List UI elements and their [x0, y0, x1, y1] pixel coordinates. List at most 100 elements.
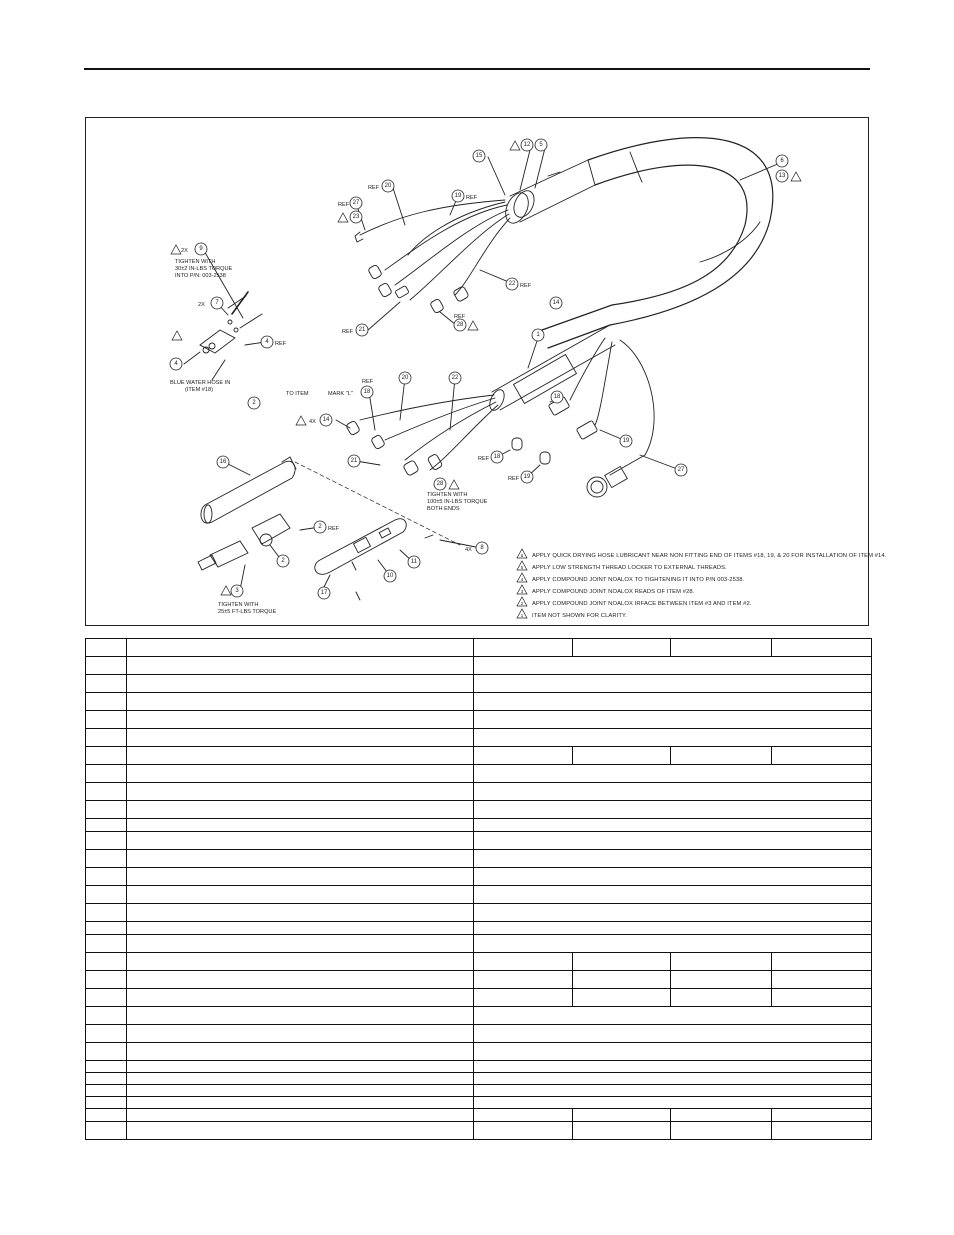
table-row	[85, 934, 872, 953]
torque-note-item-9: 30±2 IN-LBS TORQUE	[175, 266, 233, 272]
table-cell	[85, 831, 127, 850]
bubble-item-13: 13	[779, 173, 786, 179]
to-item-label: TO ITEM	[286, 391, 309, 397]
table-cell	[126, 764, 474, 783]
table-row	[85, 970, 872, 989]
bubble-item-20: 20	[385, 183, 392, 189]
table-cell	[126, 638, 474, 657]
table-cell	[85, 970, 127, 989]
table-cell	[85, 1006, 127, 1025]
table-cell	[85, 885, 127, 904]
table-cell	[126, 1060, 474, 1073]
table-cell	[126, 885, 474, 904]
bubble-item-27: 27	[678, 467, 685, 473]
bubble-item-14: 14	[323, 417, 330, 423]
table-cell	[85, 692, 127, 711]
table-cell	[473, 1108, 573, 1122]
table-cell	[771, 1108, 872, 1122]
table-cell	[771, 1121, 872, 1140]
bubble-item-19: 19	[524, 474, 531, 480]
table-cell	[126, 1096, 474, 1109]
table-cell	[473, 1024, 872, 1043]
table-cell	[670, 988, 772, 1007]
table-cell	[85, 710, 127, 729]
bubble-item-4: 4	[265, 339, 269, 345]
table-row	[85, 921, 872, 935]
table-cell	[85, 1072, 127, 1085]
table-row	[85, 1108, 872, 1122]
bubble-item-18: 18	[364, 389, 371, 395]
note-1: ITEM NOT SHOWN FOR CLARITY.	[532, 613, 627, 619]
qty-4x-label: 4X	[465, 547, 472, 553]
bubble-item-2: 2	[281, 558, 285, 564]
ref-label: REF	[368, 185, 380, 191]
table-cell	[126, 800, 474, 819]
note-flag-2: 2	[521, 601, 524, 606]
bubble-item-19: 19	[623, 438, 630, 444]
qty-2x-label: 2X	[181, 248, 188, 254]
table-cell	[473, 952, 573, 971]
table-cell	[126, 674, 474, 693]
bubble-item-28: 28	[437, 481, 444, 487]
bubble-item-17: 17	[321, 590, 328, 596]
torque-note-item-3: TIGHTEN WITH	[218, 602, 258, 608]
ref-label: REF	[454, 314, 466, 320]
table-cell	[85, 952, 127, 971]
table-cell	[473, 638, 573, 657]
bubble-item-11: 11	[411, 559, 418, 565]
table-cell	[126, 903, 474, 922]
bubble-item-4: 4	[174, 361, 178, 367]
table-row	[85, 1084, 872, 1097]
table-row	[85, 952, 872, 971]
table-cell	[572, 638, 671, 657]
table-cell	[771, 746, 872, 765]
bubble-item-23: 23	[353, 214, 360, 220]
table-cell	[473, 988, 573, 1007]
table-cell	[85, 764, 127, 783]
ref-label: REF	[328, 526, 340, 532]
table-row	[85, 818, 872, 832]
note-flag-3: 3	[521, 589, 524, 594]
table-row	[85, 1121, 872, 1140]
table-cell	[126, 849, 474, 868]
table-cell	[473, 656, 872, 675]
table-cell	[126, 782, 474, 801]
table-cell	[572, 970, 671, 989]
bubble-item-14: 14	[553, 300, 560, 306]
table-cell	[126, 1121, 474, 1140]
bubble-item-22: 22	[509, 281, 516, 287]
table-cell	[473, 800, 872, 819]
note-flag-4: 4	[521, 577, 524, 582]
table-row	[85, 764, 872, 783]
table-cell	[473, 831, 872, 850]
table-cell	[473, 746, 573, 765]
table-cell	[85, 746, 127, 765]
bubble-item-18: 18	[554, 394, 561, 400]
table-cell	[473, 728, 872, 747]
table-cell	[670, 638, 772, 657]
torque-note-item-3: 25±5 FT-LBS TORQUE	[218, 609, 276, 615]
bubble-item-1: 1	[536, 332, 540, 338]
table-cell	[771, 988, 872, 1007]
table-cell	[473, 934, 872, 953]
table-cell	[126, 988, 474, 1007]
table-cell	[85, 849, 127, 868]
table-cell	[473, 1084, 872, 1097]
torque-note-item-28: BOTH ENDS	[427, 506, 460, 512]
torque-note-item-9: INTO P/N: 003-2538	[175, 273, 226, 279]
table-row	[85, 692, 872, 711]
ref-label: REF	[342, 329, 354, 335]
bubble-item-19: 19	[455, 193, 462, 199]
ref-label: REF	[466, 195, 478, 201]
bubble-item-27: 27	[353, 200, 360, 206]
qty-2x-label: 2X	[198, 302, 205, 308]
torque-note-item-9: TIGHTEN WITH	[175, 259, 215, 265]
table-cell	[473, 867, 872, 886]
ref-label: REF	[508, 476, 520, 482]
table-row	[85, 728, 872, 747]
bubble-item-12: 12	[524, 142, 531, 148]
header-rule	[84, 68, 870, 70]
drawing-frame	[85, 117, 869, 626]
note-6: APPLY QUICK DRYING HOSE LUBRICANT NEAR N…	[532, 553, 887, 559]
table-cell	[670, 970, 772, 989]
